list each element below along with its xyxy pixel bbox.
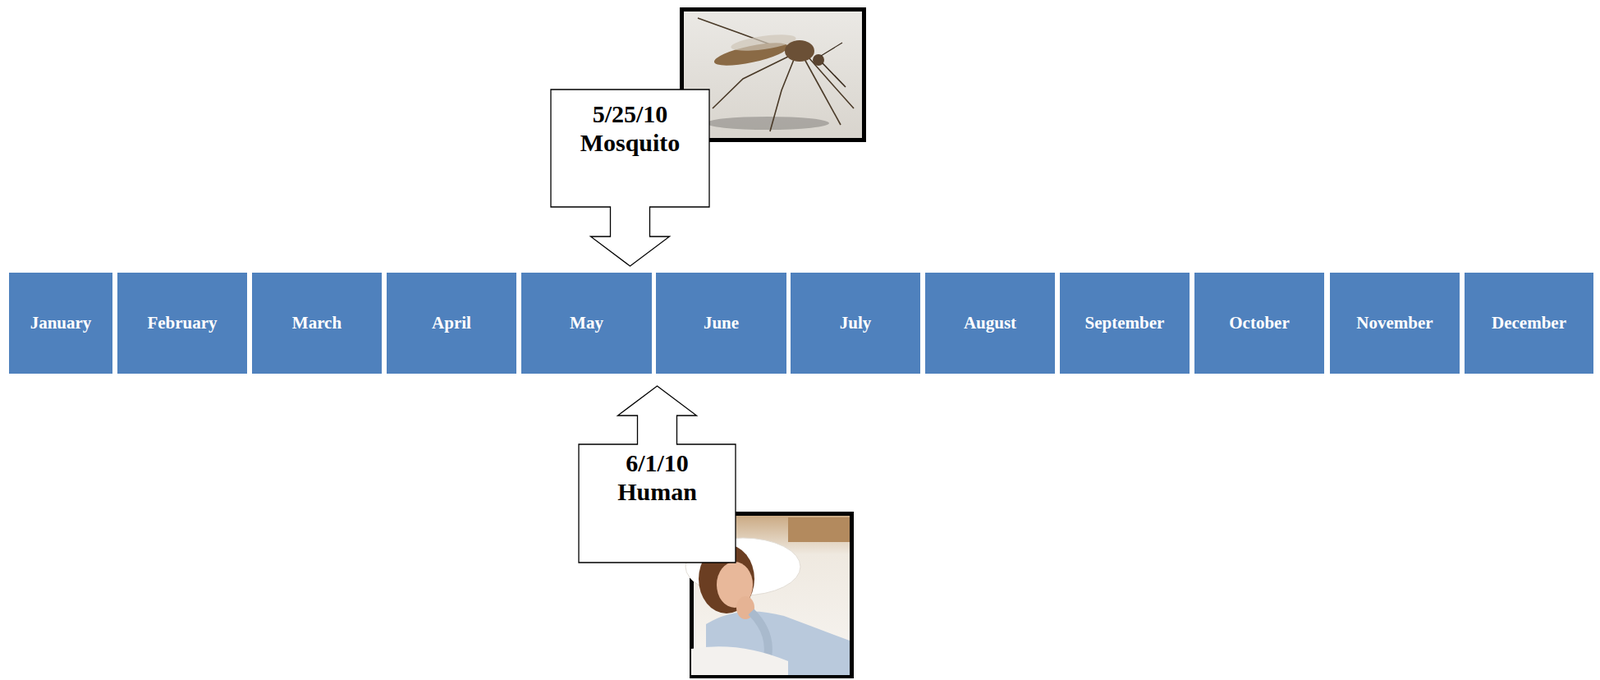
- month-box: January: [9, 272, 113, 374]
- month-box: July: [790, 272, 921, 374]
- month-label: April: [431, 312, 472, 334]
- month-box: November: [1329, 272, 1460, 374]
- callout-arrow: 6/1/10Human: [578, 385, 736, 563]
- callout-text-group: 6/1/10Human: [578, 448, 736, 506]
- month-box: April: [386, 272, 517, 374]
- month-box: December: [1464, 272, 1594, 374]
- callout-shape: [550, 89, 710, 266]
- mosquito-leg: [808, 57, 854, 109]
- month-box: September: [1059, 272, 1190, 374]
- month-label: September: [1085, 312, 1165, 334]
- headboard: [788, 517, 850, 542]
- month-label: January: [30, 312, 92, 334]
- mosquito-shadow: [706, 116, 830, 130]
- mosquito-thorax: [784, 40, 815, 62]
- mosquito-antenna: [820, 42, 843, 56]
- callout-text: 6/1/10: [578, 448, 736, 477]
- blanket: [691, 646, 789, 675]
- month-box: October: [1194, 272, 1325, 374]
- callout-text-group: 5/25/10Mosquito: [550, 99, 710, 157]
- month-box: May: [521, 272, 652, 374]
- month-box: August: [925, 272, 1055, 374]
- month-label: August: [963, 312, 1017, 334]
- month-label: December: [1491, 312, 1567, 334]
- callout-shape: [578, 385, 736, 563]
- callout-arrow: 5/25/10Mosquito: [550, 89, 710, 266]
- month-label: June: [703, 312, 739, 334]
- month-label: July: [839, 312, 872, 334]
- arm: [751, 611, 769, 657]
- month-box: February: [117, 272, 248, 374]
- month-label: March: [292, 312, 342, 334]
- month-box: March: [252, 272, 382, 374]
- month-label: November: [1356, 312, 1433, 334]
- mosquito-legs: [697, 18, 854, 132]
- callout-text: Mosquito: [550, 128, 710, 157]
- month-label: October: [1228, 312, 1289, 334]
- month-label: February: [146, 312, 217, 334]
- mosquito-leg: [770, 57, 795, 132]
- callout-text: 5/25/10: [550, 99, 710, 129]
- month-label: May: [569, 312, 604, 334]
- mosquito-leg: [804, 59, 841, 125]
- mosquito-proboscis: [822, 63, 846, 88]
- callout-text: Human: [578, 476, 736, 506]
- month-box: June: [655, 272, 787, 374]
